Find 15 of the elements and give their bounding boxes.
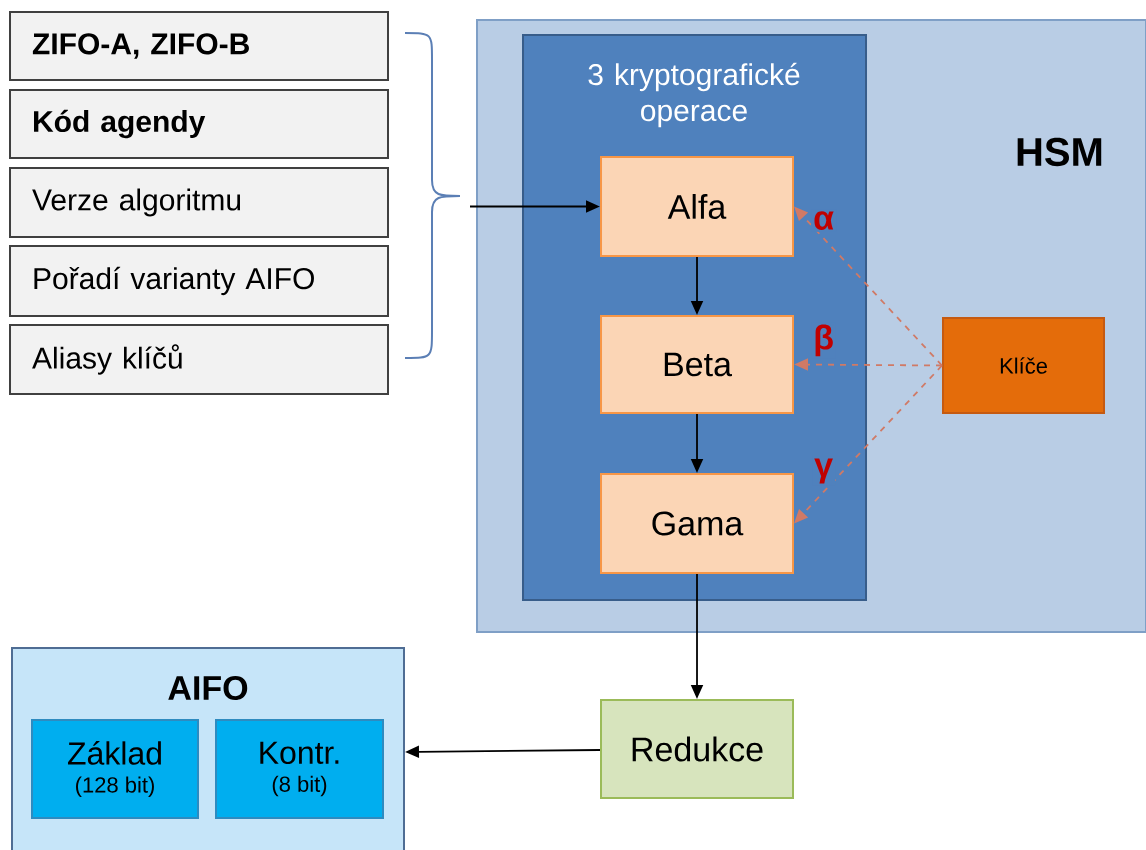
process-box: Alfa	[600, 156, 794, 257]
segment-box: Základ (128 bit)	[31, 719, 199, 819]
process-box: Redukce	[600, 699, 794, 799]
keys-box: Klíče	[942, 317, 1105, 414]
field-box: Kód agendy	[9, 89, 389, 159]
edge-label: α	[811, 209, 837, 232]
segment-box: Kontr. (8 bit)	[215, 719, 384, 819]
edge-label: β	[811, 322, 836, 359]
process-box: Gama	[600, 473, 794, 574]
field-box: Aliasy klíčů	[9, 324, 389, 395]
field-box: Pořadí varianty AIFO	[9, 245, 389, 317]
process-box: Beta	[600, 315, 794, 414]
field-box: ZIFO-A, ZIFO-B	[9, 11, 389, 81]
edge-label: γ	[812, 456, 836, 486]
field-box: Verze algoritmu	[9, 167, 389, 238]
